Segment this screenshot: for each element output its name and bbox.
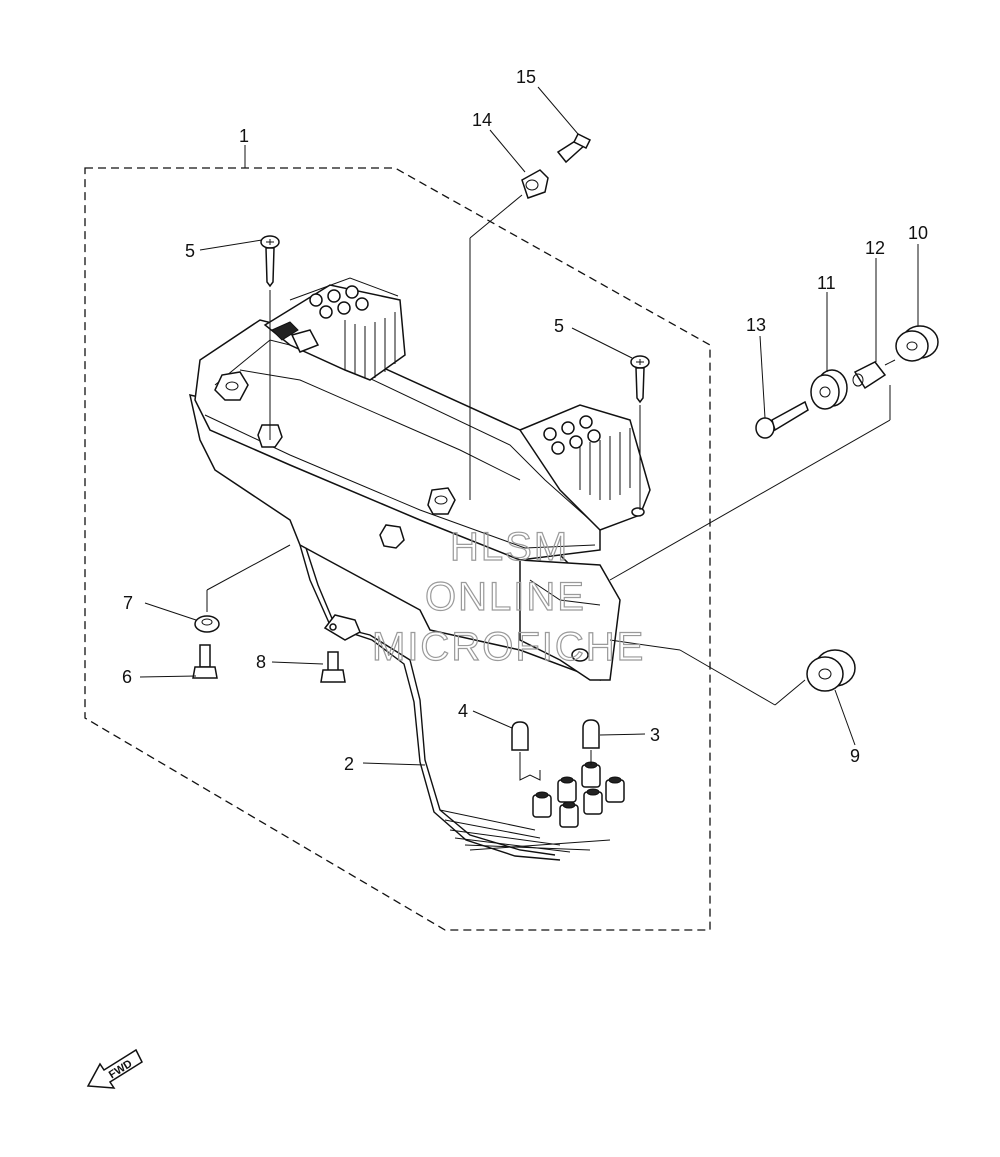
screw-5-right bbox=[630, 355, 650, 510]
bulb-4 bbox=[511, 721, 541, 781]
assembly-boundary bbox=[84, 167, 711, 931]
grommet-9 bbox=[609, 639, 856, 706]
callout-3: 3 bbox=[650, 725, 660, 745]
control-box-assembly bbox=[189, 277, 651, 682]
callout-13: 13 bbox=[746, 315, 766, 335]
right-heatsink bbox=[518, 404, 651, 531]
grommet-11 bbox=[810, 369, 848, 410]
callout-9: 9 bbox=[850, 746, 860, 766]
left-heatsink bbox=[263, 277, 406, 381]
grommet-14 bbox=[469, 169, 549, 500]
bolt-13 bbox=[755, 400, 809, 439]
bolt-6 bbox=[192, 644, 218, 679]
watermark-line-3: MICROFICHE bbox=[372, 625, 645, 669]
bulb-sockets bbox=[532, 761, 625, 828]
bolt-8 bbox=[320, 651, 346, 683]
callout-5-right: 5 bbox=[554, 316, 564, 336]
callout-2: 2 bbox=[344, 754, 354, 774]
callout-5-left: 5 bbox=[185, 241, 195, 261]
watermark: HLSM ONLINE MICROFICHE bbox=[371, 524, 645, 669]
grommet-10 bbox=[609, 325, 939, 581]
collar-12 bbox=[852, 361, 887, 390]
callout-4: 4 bbox=[458, 701, 468, 721]
watermark-line-2: ONLINE bbox=[425, 575, 586, 619]
callout-10: 10 bbox=[908, 223, 928, 243]
callout-1: 1 bbox=[239, 126, 249, 146]
fwd-arrow-icon: FWD bbox=[86, 1048, 143, 1089]
screw-5-left bbox=[260, 235, 280, 440]
bulb-3 bbox=[582, 719, 600, 765]
callout-7: 7 bbox=[123, 593, 133, 613]
callout-6: 6 bbox=[122, 667, 132, 687]
screw-15 bbox=[556, 132, 592, 164]
callout-11: 11 bbox=[817, 273, 836, 293]
callout-labels: 1 2 3 4 5 5 6 7 8 9 10 11 12 13 14 15 bbox=[122, 67, 928, 774]
callout-8: 8 bbox=[256, 652, 266, 672]
washer-7 bbox=[194, 544, 291, 633]
wire-harness bbox=[299, 544, 625, 861]
callout-12: 12 bbox=[865, 238, 885, 258]
callout-15: 15 bbox=[516, 67, 536, 87]
watermark-line-1: HLSM bbox=[450, 525, 569, 569]
leader-lines bbox=[139, 86, 919, 766]
callout-14: 14 bbox=[472, 110, 492, 130]
